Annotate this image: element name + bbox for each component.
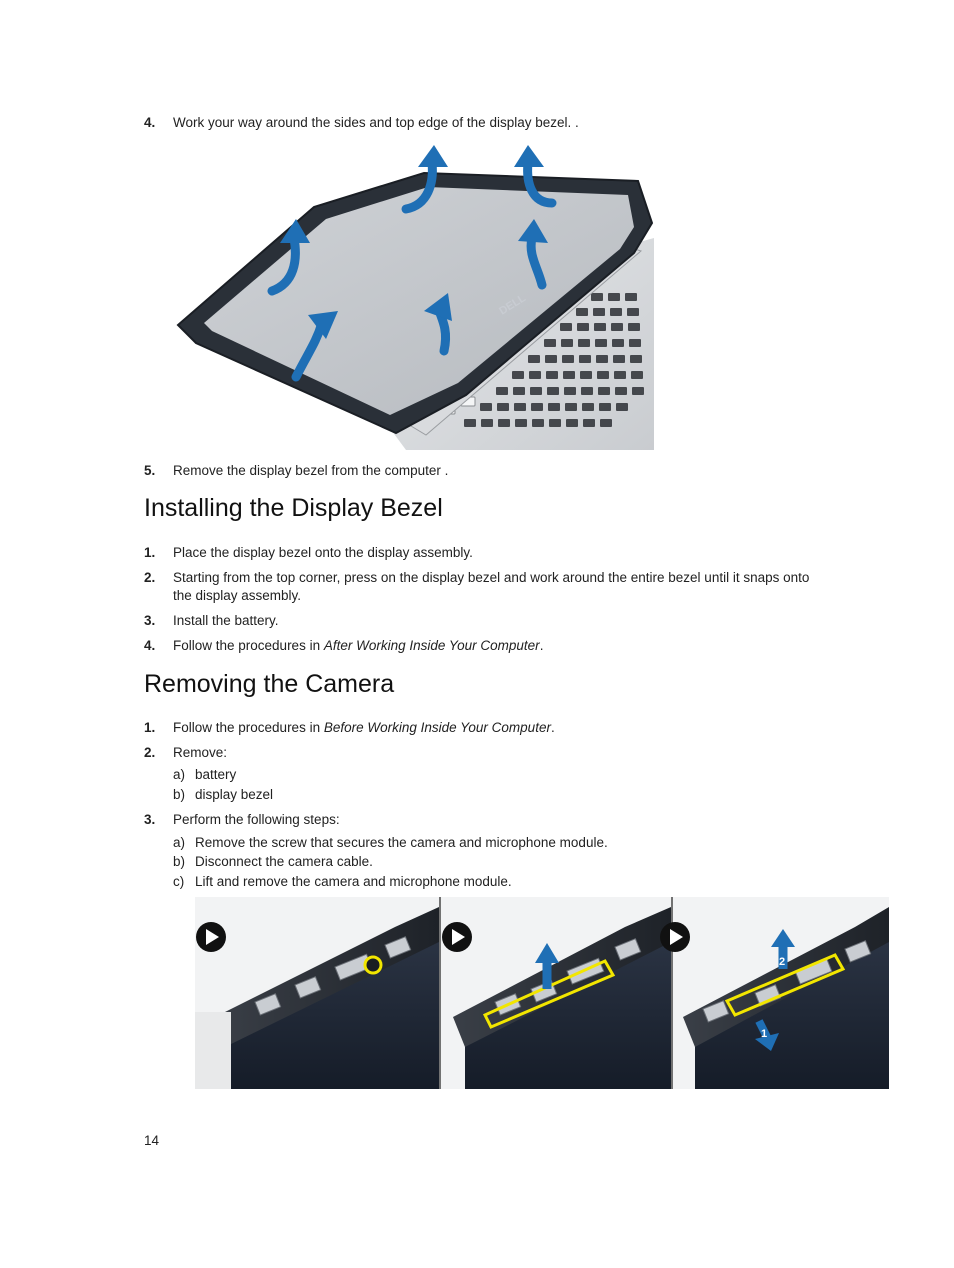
step-text-tail: . xyxy=(539,638,544,653)
step-4-bezel-edges: 4. Work your way around the sides and to… xyxy=(144,114,844,132)
camera-step-2: 2. Remove: xyxy=(144,744,844,762)
remove-item-bezel: b) display bezel xyxy=(173,786,773,804)
after-working-link[interactable]: After Working Inside Your Computer xyxy=(323,638,540,653)
step-number: 1. xyxy=(144,545,156,560)
step-text: Work your way around the sides and top e… xyxy=(173,115,579,130)
camera-step-3: 3. Perform the following steps: xyxy=(144,811,844,829)
cable-highlight xyxy=(482,959,616,1029)
step-number: 3. xyxy=(144,613,156,628)
display-panel xyxy=(204,187,634,415)
item-text: Remove the screw that secures the camera… xyxy=(195,835,608,850)
item-text: battery xyxy=(195,767,237,782)
camera-step-1: 1. Follow the procedures in Before Worki… xyxy=(144,719,844,737)
camera-panel-3: 2 1 xyxy=(660,897,889,1089)
step-text: Place the display bezel onto the display… xyxy=(173,545,473,560)
item-text: Disconnect the camera cable. xyxy=(195,854,373,869)
camera-panel-1 xyxy=(195,897,439,1089)
keyboard-keys xyxy=(464,293,644,427)
arrow-label-two: 2 xyxy=(779,956,785,968)
step-number: 3. xyxy=(144,812,156,827)
perform-item-screw: a) Remove the screw that secures the cam… xyxy=(173,834,773,852)
step-text: Remove: xyxy=(173,745,228,760)
step-text: Perform the following steps: xyxy=(173,812,340,827)
perform-item-lift: c) Lift and remove the camera and microp… xyxy=(173,873,773,891)
bezel-removal-figure: DELL xyxy=(176,143,654,450)
item-text: Lift and remove the camera and microphon… xyxy=(195,874,512,889)
step-text-lead: Follow the procedures in xyxy=(173,638,324,653)
install-step-4: 4. Follow the procedures in After Workin… xyxy=(144,637,844,655)
perform-item-cable: b) Disconnect the camera cable. xyxy=(173,853,773,871)
install-step-3: 3. Install the battery. xyxy=(144,612,844,630)
item-letter: b) xyxy=(173,787,186,802)
remove-item-battery: a) battery xyxy=(173,766,773,784)
step-number: 2. xyxy=(144,745,156,760)
step-number: 1. xyxy=(144,720,156,735)
item-letter: a) xyxy=(173,767,186,782)
step-number: 2. xyxy=(144,570,156,585)
step-text: Remove the display bezel from the comput… xyxy=(173,463,449,478)
step-text: Follow the procedures in After Working I… xyxy=(173,637,813,655)
step-text-tail: . xyxy=(550,720,555,735)
step-text: Starting from the top corner, press on t… xyxy=(173,570,810,603)
page-number: 14 xyxy=(144,1133,160,1148)
module-highlight xyxy=(724,953,846,1017)
screw-highlight xyxy=(363,955,383,975)
step-text: Follow the procedures in Before Working … xyxy=(173,719,813,737)
step-text: Install the battery. xyxy=(173,613,279,628)
removing-camera-heading: Removing the Camera xyxy=(144,670,395,698)
arrow-label-one: 1 xyxy=(761,1028,767,1040)
step-number: 4. xyxy=(144,115,156,130)
camera-removal-figure: 2 1 xyxy=(195,897,889,1089)
camera-panel-2 xyxy=(441,897,671,1089)
install-step-1: 1. Place the display bezel onto the disp… xyxy=(144,544,844,562)
item-letter: a) xyxy=(173,835,186,850)
item-text: display bezel xyxy=(195,787,274,802)
before-working-link[interactable]: Before Working Inside Your Computer xyxy=(323,720,551,735)
step-number: 5. xyxy=(144,463,156,478)
install-step-2: 2. Starting from the top corner, press o… xyxy=(144,569,844,605)
step-text-lead: Follow the procedures in xyxy=(173,720,324,735)
item-letter: b) xyxy=(173,854,186,869)
step-5-remove-bezel: 5. Remove the display bezel from the com… xyxy=(144,462,844,480)
step-number: 4. xyxy=(144,638,156,653)
item-letter: c) xyxy=(173,874,185,889)
installing-bezel-heading: Installing the Display Bezel xyxy=(144,494,443,522)
arrow-heads xyxy=(280,145,548,339)
